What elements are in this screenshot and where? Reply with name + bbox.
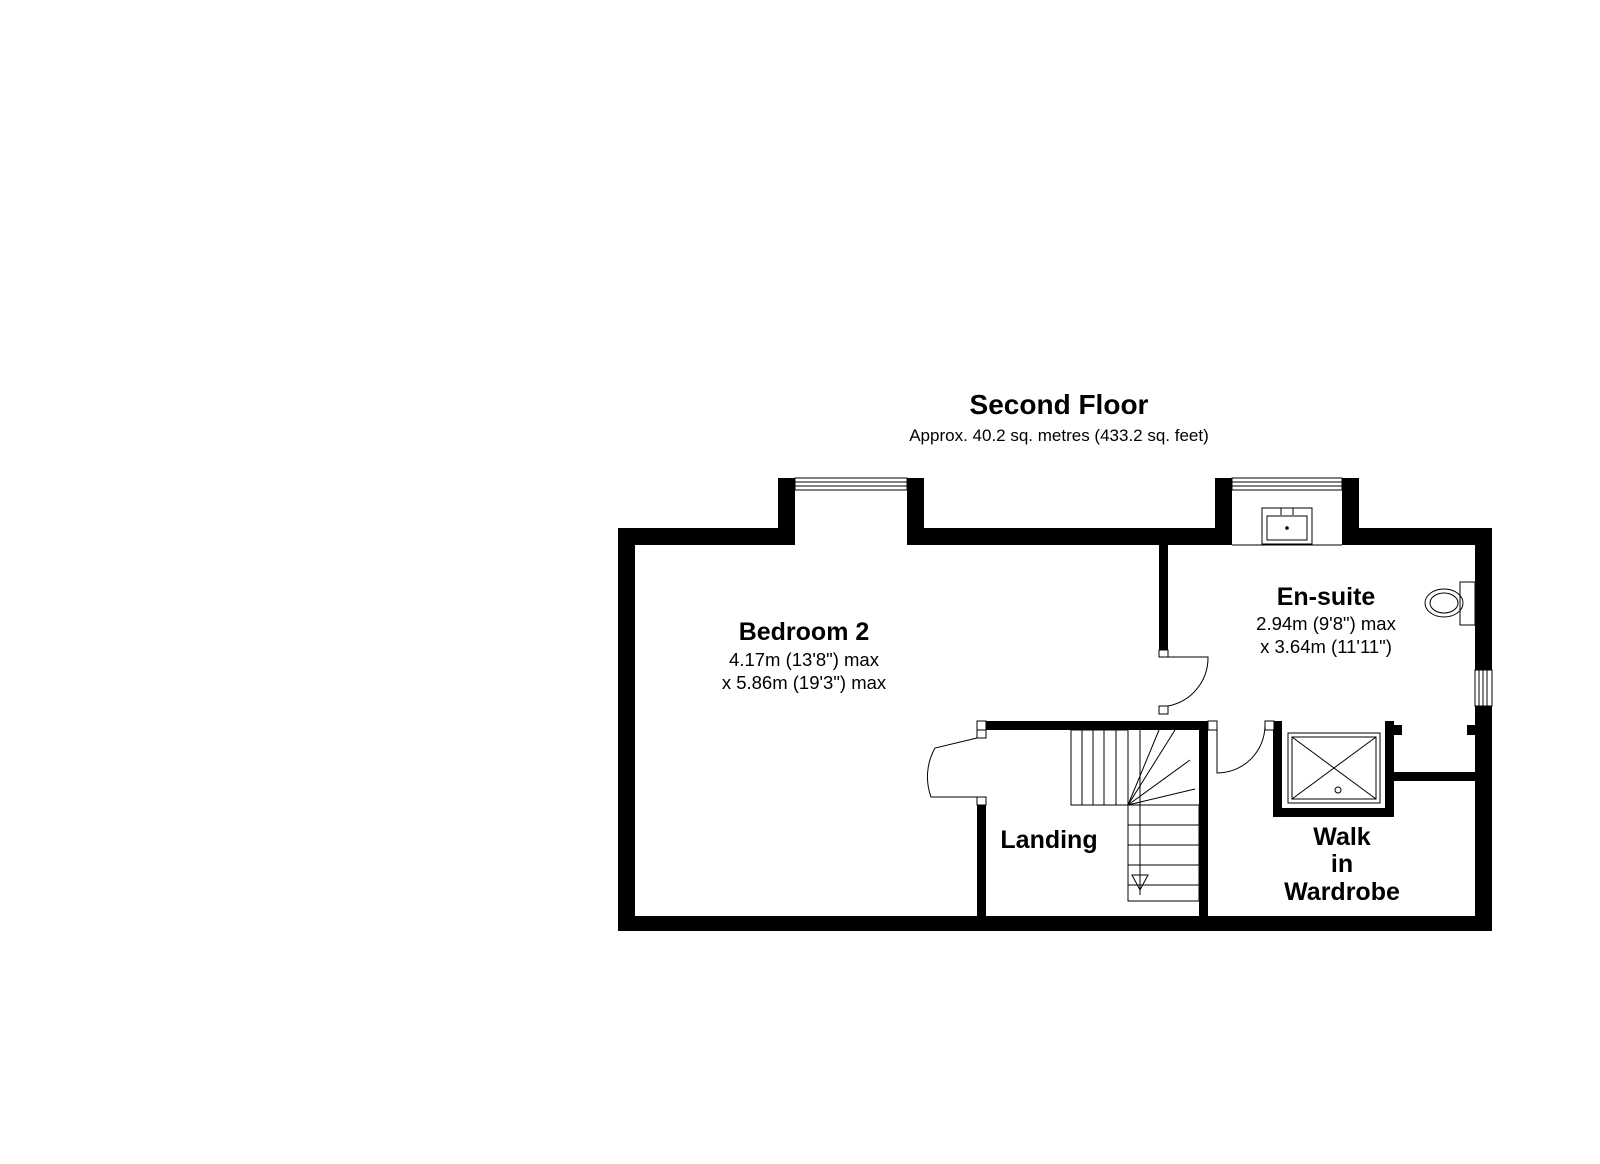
- room-landing: Landing: [1000, 826, 1097, 854]
- floor-title: Second Floor: [970, 389, 1149, 420]
- room-name-line: Walk: [1313, 823, 1371, 851]
- room-name: Landing: [1000, 826, 1097, 854]
- outer-walls: [618, 478, 1492, 931]
- floor-area: Approx. 40.2 sq. metres (433.2 sq. feet): [909, 426, 1209, 445]
- room-name: Bedroom 2: [739, 618, 870, 646]
- interior-walls: [976, 545, 1475, 916]
- room-dimension: 2.94m (9'8") max: [1256, 613, 1396, 634]
- room-en-suite: En-suite 2.94m (9'8") max x 3.64m (11'11…: [1256, 583, 1396, 657]
- room-name: En-suite: [1277, 583, 1376, 611]
- door-bedroom-landing: [926, 737, 978, 798]
- room-dimension: 4.17m (13'8") max: [729, 649, 880, 670]
- room-walk-in-wardrobe: Walk in Wardrobe: [1284, 823, 1400, 906]
- room-name-line: in: [1331, 850, 1353, 878]
- basin-icon: [1232, 507, 1342, 546]
- ensuite-bay-window: [1231, 477, 1343, 491]
- staircase: [1070, 729, 1200, 902]
- room-name-line: Wardrobe: [1284, 878, 1400, 906]
- shower-tray-icon: [1287, 732, 1381, 804]
- bedroom-bay-window: [794, 477, 908, 491]
- side-window: [1474, 669, 1493, 707]
- door-bedroom-ensuite: [1167, 656, 1209, 707]
- room-bedroom-2: Bedroom 2 4.17m (13'8") max x 5.86m (19'…: [722, 618, 887, 693]
- toilet-icon: [1424, 581, 1476, 626]
- door-ensuite-landing: [1216, 725, 1266, 774]
- room-dimension: x 5.86m (19'3") max: [722, 672, 887, 693]
- room-dimension: x 3.64m (11'11"): [1260, 636, 1392, 657]
